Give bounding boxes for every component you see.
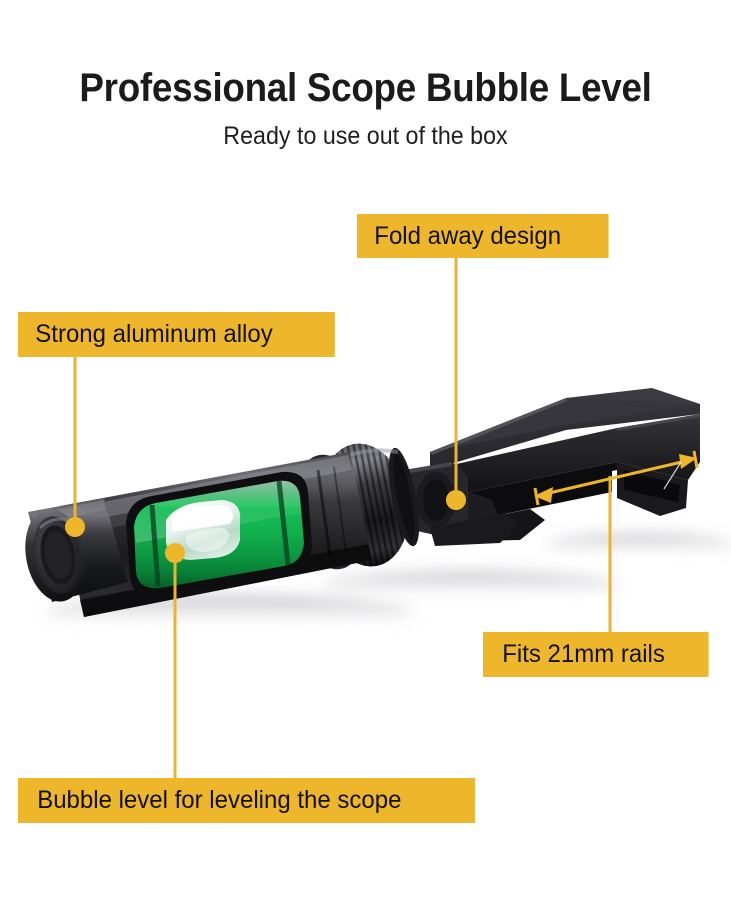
callout-leaders bbox=[65, 258, 612, 778]
callout-strong-aluminum-alloy: Strong aluminum alloy bbox=[18, 312, 335, 357]
aluminum-tube bbox=[60, 452, 372, 617]
leader-dot-alloy bbox=[65, 517, 85, 537]
rail-clamp-arm bbox=[430, 388, 700, 541]
end-cap bbox=[25, 498, 128, 602]
callout-label-alloy: Strong aluminum alloy bbox=[35, 320, 273, 348]
leader-dot-fold bbox=[446, 490, 466, 510]
callout-label-fold: Fold away design bbox=[374, 221, 562, 250]
rail-width-dimension-arrow bbox=[533, 450, 699, 506]
callout-fold-away-design: Fold away design bbox=[357, 214, 609, 258]
air-bubble bbox=[166, 500, 241, 560]
leader-dot-bubble bbox=[165, 543, 185, 563]
page-title: Professional Scope Bubble Level bbox=[79, 66, 652, 110]
callout-label-rails: Fits 21mm rails bbox=[502, 640, 665, 668]
callout-label-bubble: Bubble level for leveling the scope bbox=[37, 786, 402, 814]
callout-fits-21mm-rails: Fits 21mm rails bbox=[483, 632, 709, 677]
page-subtitle: Ready to use out of the box bbox=[223, 122, 508, 150]
callout-bubble-level: Bubble level for leveling the scope bbox=[18, 778, 475, 823]
fold-away-hinge bbox=[404, 462, 520, 546]
